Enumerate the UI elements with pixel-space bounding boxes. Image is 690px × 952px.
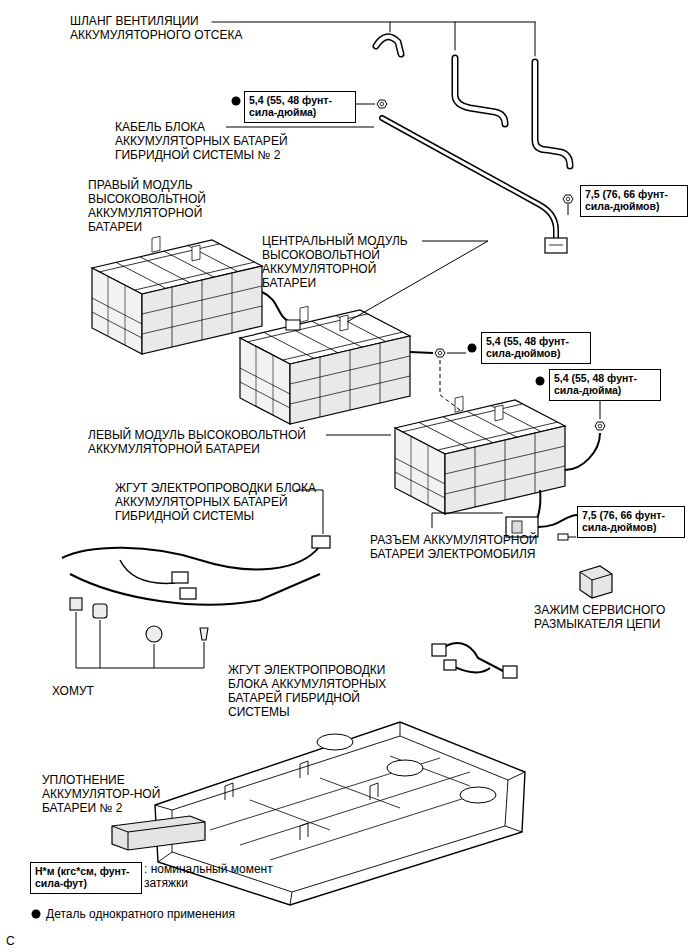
torque-text: 7,5 (76, 66 фунт-сила-дюймов) (582, 509, 680, 533)
part-label: РАЗЪЕМ АККУМУЛЯТОРНОЙ БАТАРЕИ ЭЛЕКТРОМОБ… (370, 533, 560, 561)
torque-text: 5,4 (55, 48 фунт-сила-дюймов) (486, 335, 586, 359)
battery-modules (92, 236, 605, 522)
battery-tray (155, 722, 525, 905)
part-label: ЗАЖИМ СЕРВИСНОГО РАЗМЫКАТЕЛЯ ЦЕПИ (534, 603, 690, 631)
part-label: КАБЕЛЬ БЛОКА АККУМУЛЯТОРНЫХ БАТАРЕЙ ГИБР… (115, 120, 320, 162)
torque-text: 5,4 (55, 48 фунт-сила-дюйма) (249, 94, 351, 118)
torque-value-box: 5,4 (55, 48 фунт-сила-дюйма) (549, 369, 661, 401)
part-label: ШЛАНГ ВЕНТИЛЯЦИИ АККУМУЛЯТОРНОГО ОТСЕКА (70, 14, 270, 42)
part-label: ЛЕВЫЙ МОДУЛЬ ВЫСОКОВОЛЬТНОЙ АККУМУЛЯТОРН… (88, 428, 353, 456)
part-label: ЖГУТ ЭЛЕКТРОПРОВОДКИ БЛОКА АККУМУЛЯТОРНЫ… (228, 663, 413, 719)
torque-text: 5,4 (55, 48 фунт-сила-дюйма) (554, 372, 656, 396)
torque-text: 7,5 (76, 66 фунт-сила-дюймов) (585, 188, 683, 212)
part-label: ПРАВЫЙ МОДУЛЬ ВЫСОКОВОЛЬТНОЙ АККУМУЛЯТОР… (88, 178, 223, 234)
part-label: ЦЕНТРАЛЬНЫЙ МОДУЛЬ ВЫСОКОВОЛЬТНОЙ АККУМУ… (262, 234, 427, 290)
part-label: УПЛОТНЕНИЕ АККУМУЛЯТОР-НОЙ БАТАРЕИ № 2 (42, 773, 164, 815)
legend-text: Деталь однократного применения (46, 907, 326, 921)
battery-seal (112, 816, 205, 850)
torque-text: Н*м (кгс*см, фунт-сила-фут) (35, 865, 137, 889)
part-label: ХОМУТ (52, 684, 112, 698)
torque-value-box: 5,4 (55, 48 фунт-сила-дюйма) (244, 91, 356, 123)
torque-value-box: 7,5 (76, 66 фунт-сила-дюймов) (580, 185, 688, 217)
part-label: ЖГУТ ЭЛЕКТРОПРОВОДКИ БЛОКА АККУМУЛЯТОРНЫ… (115, 481, 325, 523)
figure-code: C (6, 934, 26, 948)
torque-value-box: 7,5 (76, 66 фунт-сила-дюймов) (577, 506, 685, 538)
torque-value-box: 5,4 (55, 48 фунт-сила-дюймов) (481, 332, 591, 364)
torque-unit-box: Н*м (кгс*см, фунт-сила-фут) (30, 862, 142, 894)
service-plug-clip (580, 566, 612, 598)
legend-text: : номинальный момент затяжки (144, 862, 274, 890)
wire-harness-2 (432, 643, 517, 678)
single-use-dots (32, 97, 545, 919)
